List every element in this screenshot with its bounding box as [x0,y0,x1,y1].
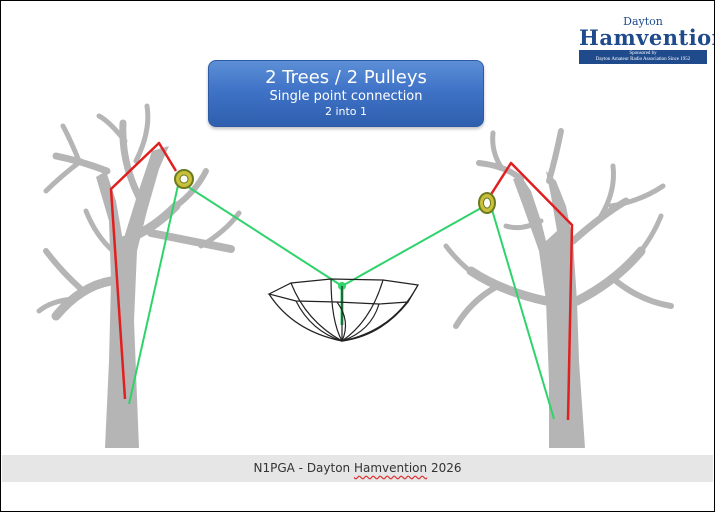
hamvention-logo: Dayton Hamvention® Sponsored by Dayton A… [579,16,707,66]
right-pulley-icon [479,193,495,213]
title-line2: Single point connection [209,89,483,105]
footer-underlined: Hamvention [354,461,427,475]
footer-prefix: N1PGA - Dayton [254,461,354,475]
left-pulley-icon [175,170,193,188]
logo-name: Hamvention® [579,27,707,49]
title-box: 2 Trees / 2 Pulleys Single point connect… [208,60,484,127]
title-line3: 2 into 1 [209,105,483,119]
right-halyard [342,203,554,419]
title-line1: 2 Trees / 2 Pulleys [209,67,483,89]
footer: N1PGA - Dayton Hamvention 2026 [2,455,713,482]
footer-suffix: 2026 [427,461,461,475]
logo-sponsor: Sponsored by Dayton Amateur Radio Associ… [579,50,707,64]
logo-name-text: Hamvention [579,25,715,50]
left-tree [39,106,239,448]
right-tree [446,131,671,448]
logo-sponsor-line2: Dayton Amateur Radio Association Since 1… [579,57,707,63]
